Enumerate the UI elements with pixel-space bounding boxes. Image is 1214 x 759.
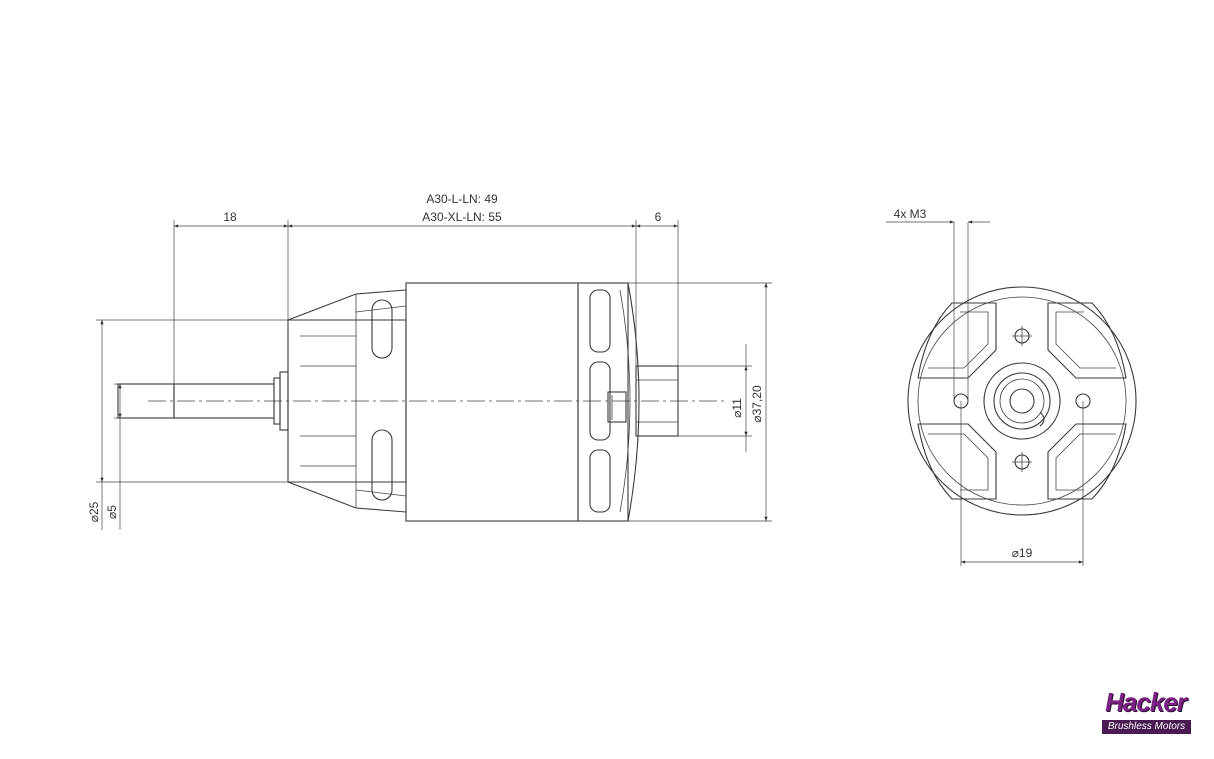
dim-shaft-diameter: ⌀5 <box>105 505 119 519</box>
dim-hub-length: 6 <box>655 210 662 224</box>
mount-holes <box>953 326 1091 472</box>
front-view: 4x M3 ⌀19 <box>886 207 1137 566</box>
logo-subtitle: Brushless Motors <box>1102 720 1191 734</box>
front-hub <box>635 365 679 437</box>
side-view: 18 A30-L-LN: 49 A30-XL-LN: 55 6 ⌀25 ⌀5 ⌀… <box>87 192 772 530</box>
mount-windows <box>917 302 1127 500</box>
dim-hub-diameter: ⌀11 <box>730 398 744 418</box>
dim-body-length-l: A30-L-LN: 49 <box>426 192 498 206</box>
dim-mount-holes: 4x M3 <box>894 207 927 221</box>
dim-shaft-length: 18 <box>223 210 237 224</box>
hacker-logo: Hacker Brushless Motors <box>1098 686 1193 736</box>
center-bearing <box>983 362 1061 440</box>
mount-cone <box>287 289 407 513</box>
logo-wordmark: Hacker <box>1105 687 1187 717</box>
motor-can <box>405 282 640 522</box>
dim-body-length-xl: A30-XL-LN: 55 <box>422 210 502 224</box>
shaft <box>117 371 289 431</box>
dim-body-diameter: ⌀37,20 <box>750 385 764 423</box>
dim-mount-diameter: ⌀25 <box>87 501 101 522</box>
dim-bolt-circle: ⌀19 <box>1012 546 1033 560</box>
